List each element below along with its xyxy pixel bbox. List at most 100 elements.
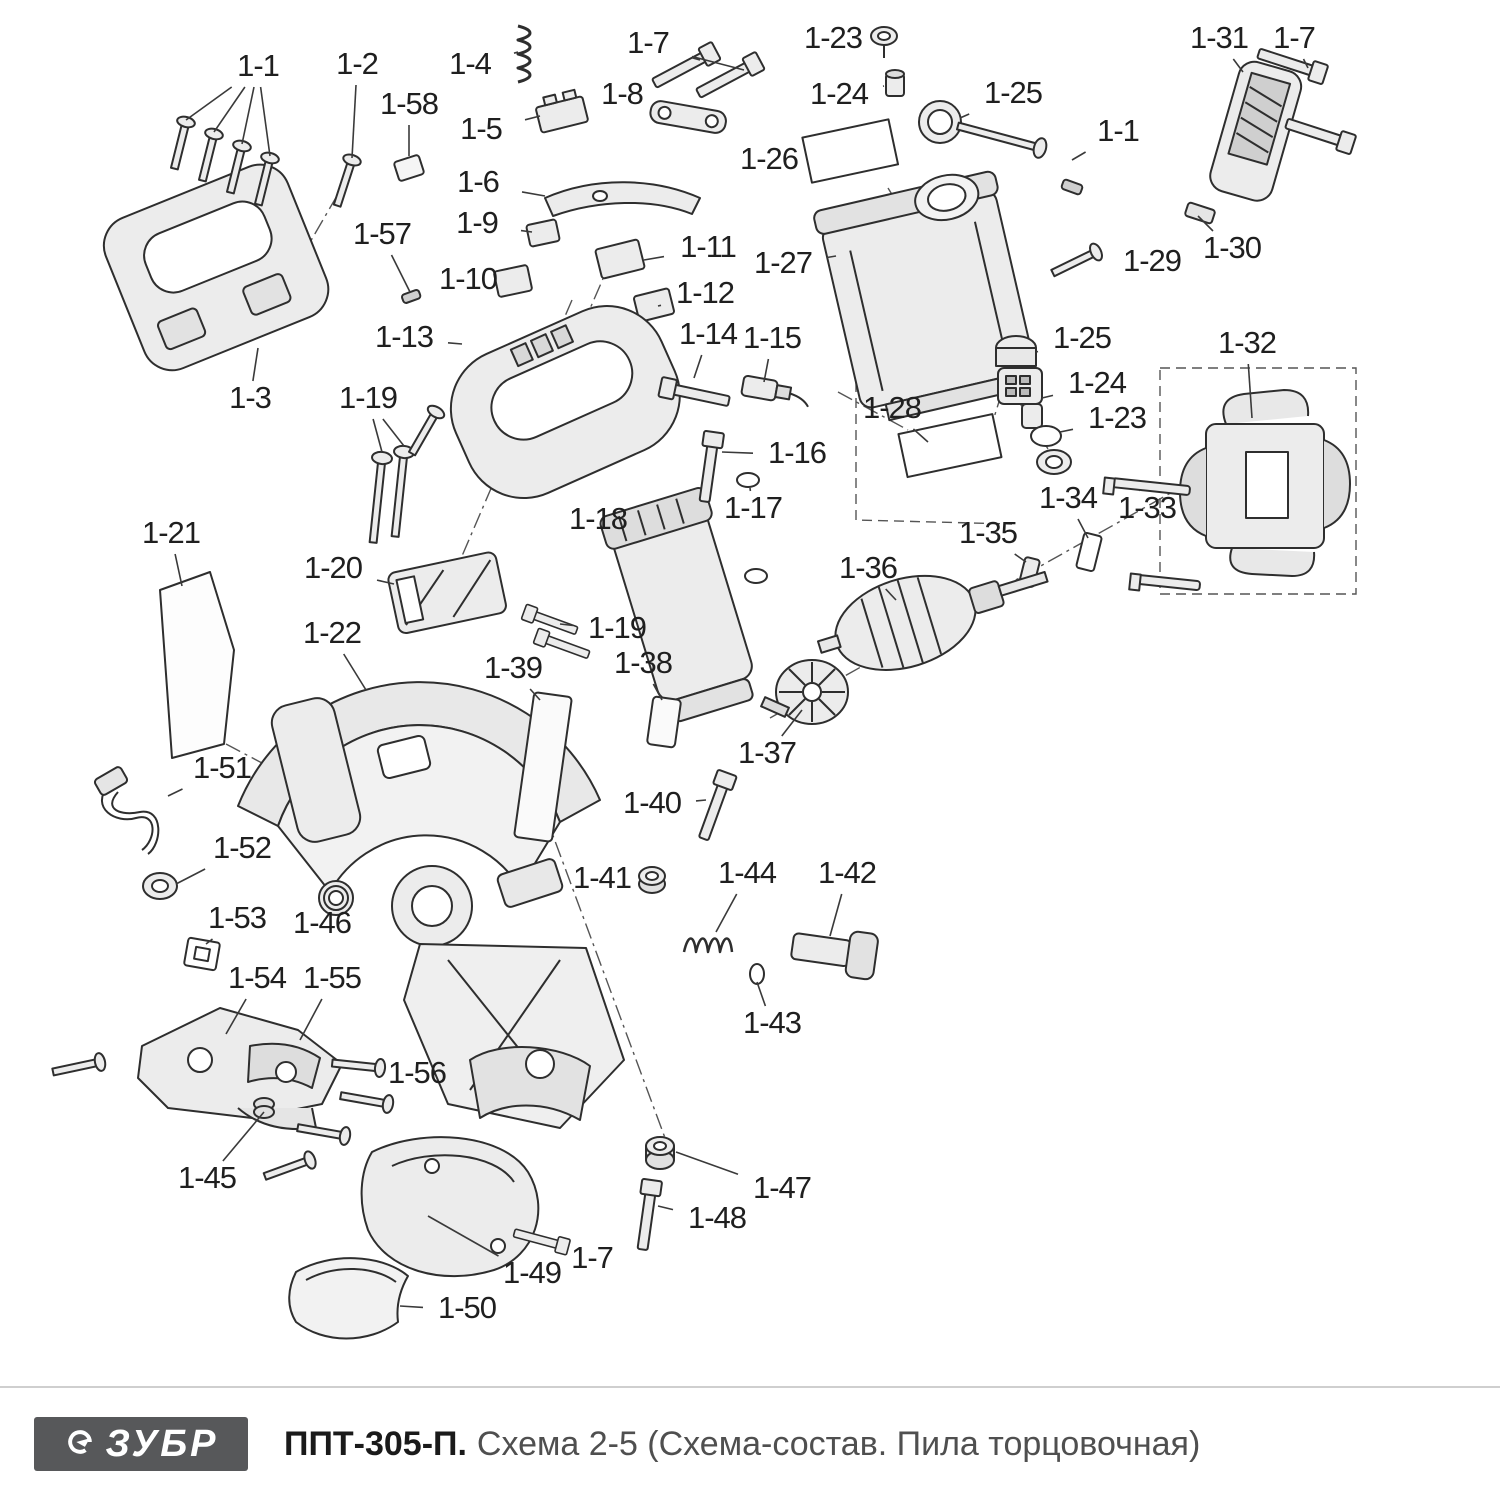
- part-strip-39: [513, 691, 573, 843]
- part-label: 1-8: [601, 76, 643, 111]
- leader-line: [524, 115, 541, 121]
- part-label: 1-13: [375, 319, 433, 354]
- part-label: 1-21: [142, 515, 200, 550]
- leader-line: [167, 788, 183, 797]
- part-label: 1-18: [569, 501, 627, 536]
- leader-line: [1041, 394, 1054, 399]
- part-label: 1-3: [229, 380, 271, 415]
- footer: ЗУБР ППТ-305-П.Схема 2-5 (Схема-состав. …: [0, 1386, 1500, 1500]
- leader-line: [691, 56, 701, 61]
- part-gearbox-housing: [599, 487, 754, 723]
- leader-line: [829, 893, 843, 937]
- part-label: 1-25: [984, 75, 1042, 110]
- part-switch-blocks: [493, 218, 675, 323]
- part-label: 1-42: [818, 855, 876, 890]
- part-trigger-switch: [535, 88, 589, 134]
- part-label: 1-1: [237, 48, 279, 83]
- leader-line: [691, 55, 745, 71]
- part-label: 1-22: [303, 615, 361, 650]
- leader-line: [657, 1205, 674, 1211]
- leader-line: [259, 86, 271, 157]
- part-label: 1-23: [804, 20, 862, 55]
- part-label: 1-28: [863, 390, 921, 425]
- construction-lines: [225, 169, 1357, 1147]
- part-label: 1-12: [676, 275, 734, 310]
- leader-line: [1232, 58, 1244, 73]
- part-label: 1-25: [1053, 320, 1111, 355]
- leader-line: [675, 1151, 739, 1175]
- leader-line: [225, 998, 247, 1035]
- part-pin-42: [790, 930, 879, 981]
- leader-line: [185, 86, 233, 121]
- part-bolt-40: [693, 768, 738, 844]
- leader-line: [213, 86, 246, 133]
- leader-line: [559, 623, 574, 627]
- leader-line: [427, 1215, 499, 1257]
- part-label: 1-24: [810, 76, 869, 111]
- part-label: 1-52: [213, 830, 271, 865]
- exploded-diagram: 1-11-21-581-41-71-81-51-61-231-241-251-2…: [50, 20, 1358, 1340]
- part-label: 1-54: [228, 960, 287, 995]
- part-nut-41: [638, 866, 666, 894]
- part-washers-17: [736, 472, 768, 584]
- part-lower-bracket: [50, 1007, 396, 1147]
- part-label: 1-36: [839, 550, 897, 585]
- leader-lines: [167, 51, 1309, 1309]
- part-label: 1-46: [293, 905, 351, 940]
- part-label: 1-34: [1039, 480, 1098, 515]
- leader-line: [205, 938, 213, 945]
- leader-line: [241, 86, 255, 145]
- part-label: 1-4: [449, 46, 492, 81]
- part-screws-handle: [362, 402, 448, 545]
- caption: ППТ-305-П.Схема 2-5 (Схема-состав. Пила …: [284, 1425, 1200, 1464]
- part-label: 1-23: [1088, 400, 1146, 435]
- leader-line: [826, 255, 837, 259]
- leader-line: [1059, 428, 1074, 433]
- part-pivot-arm: [391, 858, 625, 1129]
- leader-line: [351, 84, 357, 159]
- brand-name: ЗУБР: [105, 1423, 219, 1465]
- part-bearing: [318, 880, 354, 916]
- part-capacitor: [870, 26, 962, 144]
- part-label: 1-10: [439, 261, 498, 296]
- model-name: ППТ-305-П.: [284, 1424, 467, 1463]
- part-label: 1-56: [388, 1055, 446, 1090]
- part-brush-cover: [1209, 60, 1303, 202]
- part-label: 1-27: [754, 245, 812, 280]
- leader-line: [222, 1111, 265, 1162]
- part-label: 1-30: [1203, 230, 1262, 265]
- part-label: 1-48: [688, 1200, 746, 1235]
- zubr-arrow-icon: [64, 1426, 96, 1463]
- leader-line: [657, 304, 662, 307]
- part-label: 1-9: [456, 205, 498, 240]
- part-upper-guard: [237, 681, 601, 893]
- leader-line: [652, 683, 663, 701]
- part-label: 1-14: [679, 316, 738, 351]
- part-label: 1-7: [571, 1240, 613, 1275]
- leader-line: [174, 553, 183, 587]
- leader-line: [1247, 363, 1253, 419]
- part-nut-47: [645, 1136, 675, 1170]
- leader-line: [390, 254, 411, 293]
- part-guard-crescent: [288, 1257, 409, 1340]
- part-label: 1-19: [339, 380, 397, 415]
- leader-line: [885, 588, 897, 601]
- part-label: 1-50: [438, 1290, 497, 1325]
- part-bolt-48: [631, 1177, 664, 1252]
- part-label: 1-33: [1118, 490, 1176, 525]
- leader-line: [376, 579, 395, 585]
- leader-line: [959, 113, 970, 119]
- part-fan: [760, 659, 849, 725]
- part-label: 1-49: [503, 1255, 561, 1290]
- leader-line: [372, 418, 383, 453]
- part-label: 1-57: [353, 216, 411, 251]
- part-label: 1-11: [680, 229, 736, 264]
- leader-line: [912, 428, 929, 443]
- leader-line: [1302, 58, 1309, 69]
- part-label: 1-26: [740, 141, 798, 176]
- leader-line: [1014, 553, 1027, 563]
- leader-line: [399, 1305, 424, 1309]
- part-cable-connector: [740, 374, 809, 408]
